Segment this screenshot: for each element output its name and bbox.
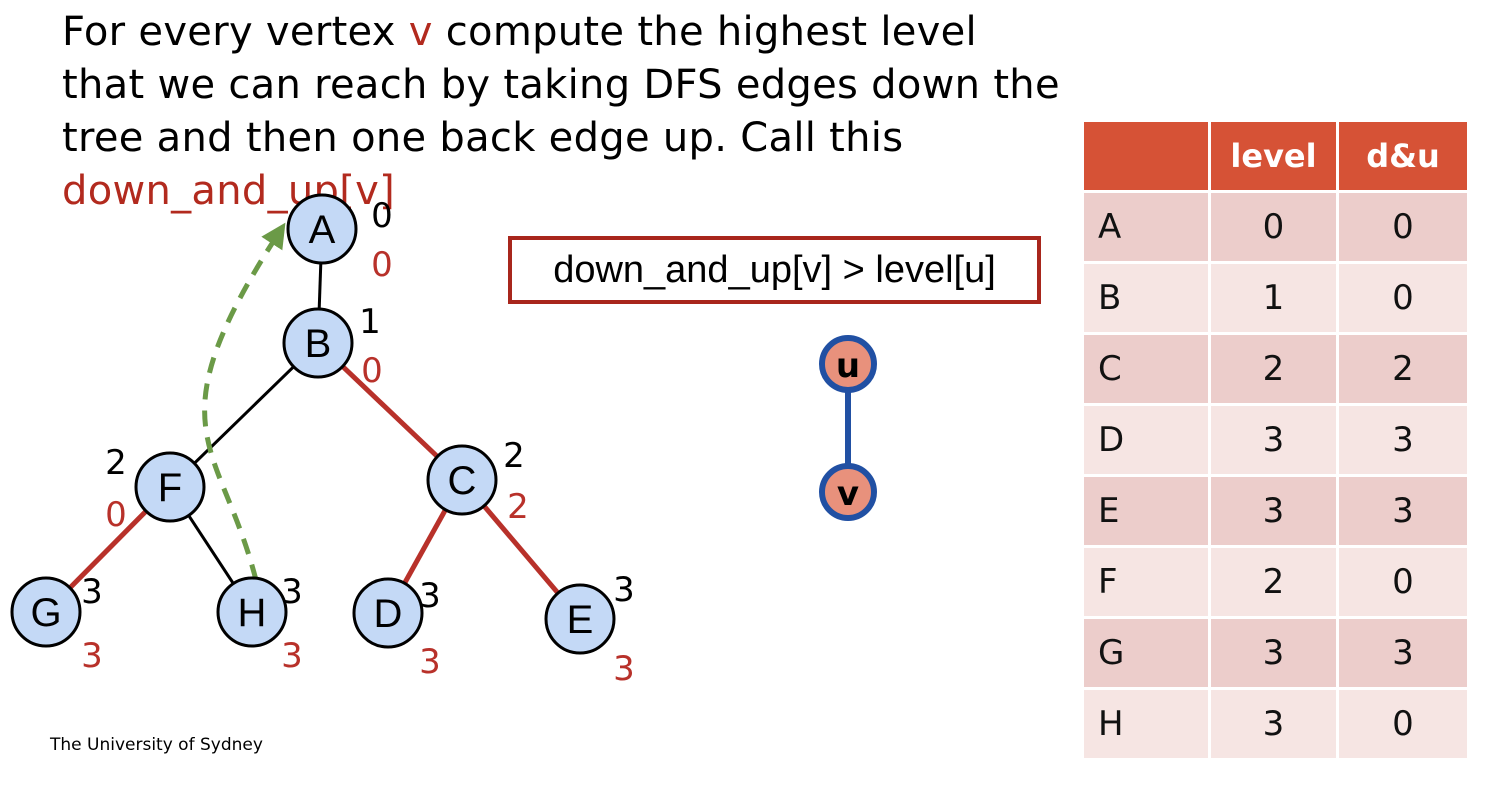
graph-node-G xyxy=(10,576,82,648)
node-down-and-up-B: 0 xyxy=(361,351,383,391)
heading-text-2: compute the highest level that we can re… xyxy=(62,9,1060,161)
graph-node-label-G: G xyxy=(30,591,61,635)
node-down-and-up-H: 3 xyxy=(281,636,303,676)
graph-node-C xyxy=(426,444,498,516)
table-cell: 2 xyxy=(1339,335,1467,403)
node-down-and-up-E: 3 xyxy=(613,649,635,689)
table-row: C 2 2 xyxy=(1084,335,1467,403)
table-header-row: level d&u xyxy=(1084,122,1467,190)
table-header-cell: d&u xyxy=(1339,122,1467,190)
level-table: level d&u A 0 0 B 1 0 C 2 2 D 3 3 E 3 3 xyxy=(1081,119,1470,761)
node-level-H: 3 xyxy=(281,572,303,612)
node-level-B: 1 xyxy=(359,302,381,342)
table-cell: G xyxy=(1084,619,1208,687)
graph-node-H xyxy=(216,576,288,648)
node-level-A: 0 xyxy=(371,196,393,236)
table-cell: C xyxy=(1084,335,1208,403)
table-row: G 3 3 xyxy=(1084,619,1467,687)
footer-university: The University of Sydney xyxy=(50,735,263,755)
table-cell: D xyxy=(1084,406,1208,474)
graph-node-label-C: C xyxy=(448,459,477,503)
mini-label-u: u xyxy=(836,346,860,386)
table-cell: 0 xyxy=(1339,264,1467,332)
mini-node-v xyxy=(819,463,877,521)
table-cell: 3 xyxy=(1339,477,1467,545)
table-row: A 0 0 xyxy=(1084,193,1467,261)
node-level-F: 2 xyxy=(105,443,127,483)
graph-node-B xyxy=(282,307,354,379)
table-cell: 2 xyxy=(1211,548,1336,616)
table-header-cell: level xyxy=(1211,122,1336,190)
table-cell: E xyxy=(1084,477,1208,545)
table-cell: F xyxy=(1084,548,1208,616)
table-cell: 2 xyxy=(1211,335,1336,403)
table-row: B 1 0 xyxy=(1084,264,1467,332)
table-header-cell xyxy=(1084,122,1208,190)
back-edge-H-A xyxy=(202,222,286,581)
node-level-E: 3 xyxy=(613,570,635,610)
graph-node-label-E: E xyxy=(567,598,594,642)
table-cell: 3 xyxy=(1211,477,1336,545)
table-row: E 3 3 xyxy=(1084,477,1467,545)
table-cell: A xyxy=(1084,193,1208,261)
graph-node-label-F: F xyxy=(158,466,182,510)
table-cell: 0 xyxy=(1339,193,1467,261)
node-level-D: 3 xyxy=(419,576,441,616)
node-level-G: 3 xyxy=(81,572,103,612)
graph-node-label-H: H xyxy=(238,591,267,635)
graph-node-label-A: A xyxy=(309,208,336,252)
condition-box: down_and_up[v] > level[u] xyxy=(508,236,1041,304)
table-cell: 0 xyxy=(1211,193,1336,261)
mini-edge-diagram: u v xyxy=(819,335,877,521)
table-cell: 3 xyxy=(1211,690,1336,758)
graph-node-A xyxy=(286,193,358,265)
table-cell: 0 xyxy=(1339,690,1467,758)
table-row: H 3 0 xyxy=(1084,690,1467,758)
condition-text: down_and_up[v] > level[u] xyxy=(553,248,996,291)
table-row: F 2 0 xyxy=(1084,548,1467,616)
slide-heading: For every vertex v compute the highest l… xyxy=(62,6,1072,218)
table-cell: 3 xyxy=(1211,619,1336,687)
node-down-and-up-F: 0 xyxy=(105,495,127,535)
mini-node-u xyxy=(819,335,877,393)
graph-node-F xyxy=(134,451,206,523)
node-down-and-up-C: 2 xyxy=(507,487,529,527)
table-cell: H xyxy=(1084,690,1208,758)
graph-node-label-D: D xyxy=(374,592,403,636)
node-down-and-up-G: 3 xyxy=(81,636,103,676)
table-row: D 3 3 xyxy=(1084,406,1467,474)
node-level-C: 2 xyxy=(503,436,525,476)
table-cell: B xyxy=(1084,264,1208,332)
table-cell: 3 xyxy=(1339,406,1467,474)
mini-label-v: v xyxy=(837,474,859,514)
table-cell: 1 xyxy=(1211,264,1336,332)
graph-node-label-B: B xyxy=(305,322,332,366)
node-down-and-up-D: 3 xyxy=(419,642,441,682)
table-cell: 3 xyxy=(1339,619,1467,687)
graph-node-D xyxy=(352,577,424,649)
node-down-and-up-A: 0 xyxy=(371,245,393,285)
heading-text-1: For every vertex xyxy=(62,9,409,55)
table-cell: 0 xyxy=(1339,548,1467,616)
graph-node-E xyxy=(544,583,616,655)
heading-vertex-v: v xyxy=(408,9,433,55)
table-cell: 3 xyxy=(1211,406,1336,474)
